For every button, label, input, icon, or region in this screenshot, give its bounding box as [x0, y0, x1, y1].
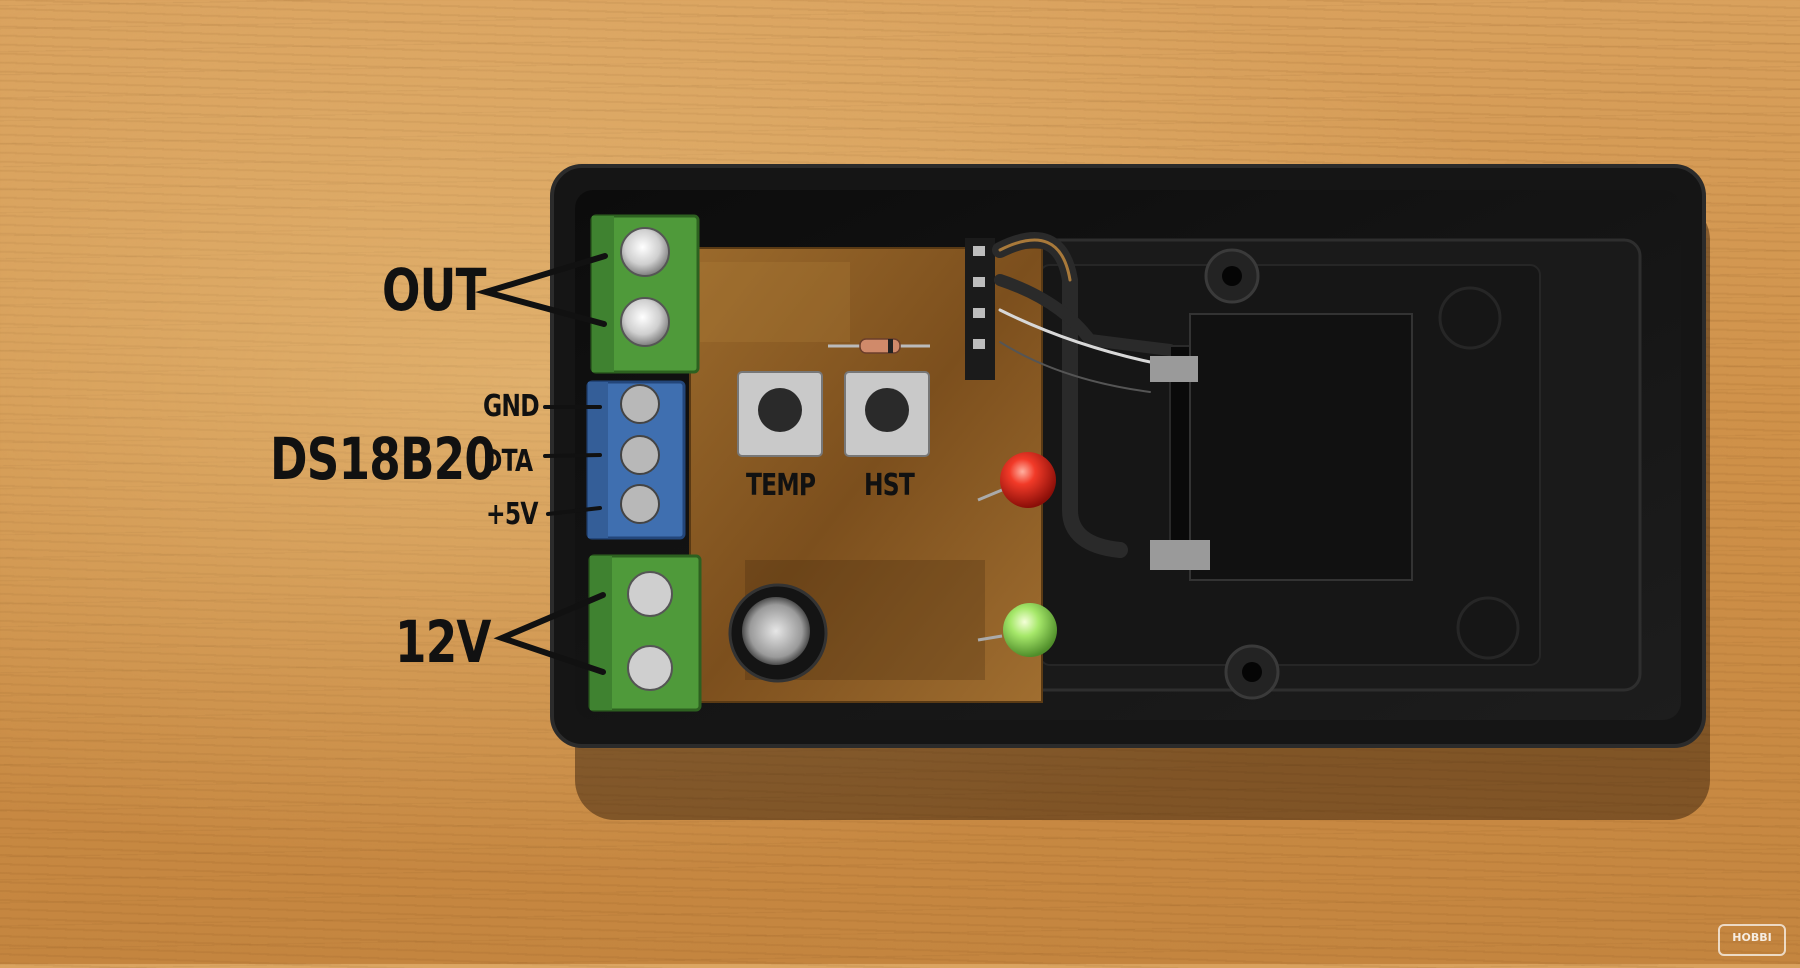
screw-icon — [620, 297, 670, 347]
terminal-block-power — [588, 554, 702, 712]
mounting-post-icon — [1204, 248, 1260, 304]
out-label: OUT — [382, 256, 486, 324]
screw-icon — [620, 384, 660, 424]
terminal-block-sensor — [586, 380, 686, 540]
gnd-label: GND — [483, 389, 540, 424]
dta-label: DTA — [483, 444, 533, 479]
power-label: 12V — [395, 608, 491, 676]
plus5v-label: +5V — [486, 497, 538, 532]
green-led-icon — [977, 603, 1057, 657]
diode — [828, 338, 930, 354]
relay-module — [1150, 313, 1413, 581]
screw-icon — [620, 435, 660, 475]
screw-icon — [627, 571, 673, 617]
screw-icon — [620, 484, 660, 524]
screw-icon — [620, 227, 670, 277]
hst-push-button — [844, 371, 930, 457]
terminal-block-out — [590, 214, 700, 374]
screw-icon — [627, 645, 673, 691]
pin-header — [965, 238, 995, 380]
temp-button-caption: TEMP — [746, 468, 816, 503]
temp-push-button — [737, 371, 823, 457]
mounting-post-icon — [1224, 644, 1280, 700]
red-led-icon — [977, 452, 1056, 508]
sensor-label: DS18B20 — [270, 425, 496, 493]
capacitor — [728, 583, 828, 683]
annotation-pointers — [475, 253, 608, 675]
hst-button-caption: HST — [864, 468, 915, 503]
watermark-logo: HOBBI — [1718, 924, 1786, 956]
